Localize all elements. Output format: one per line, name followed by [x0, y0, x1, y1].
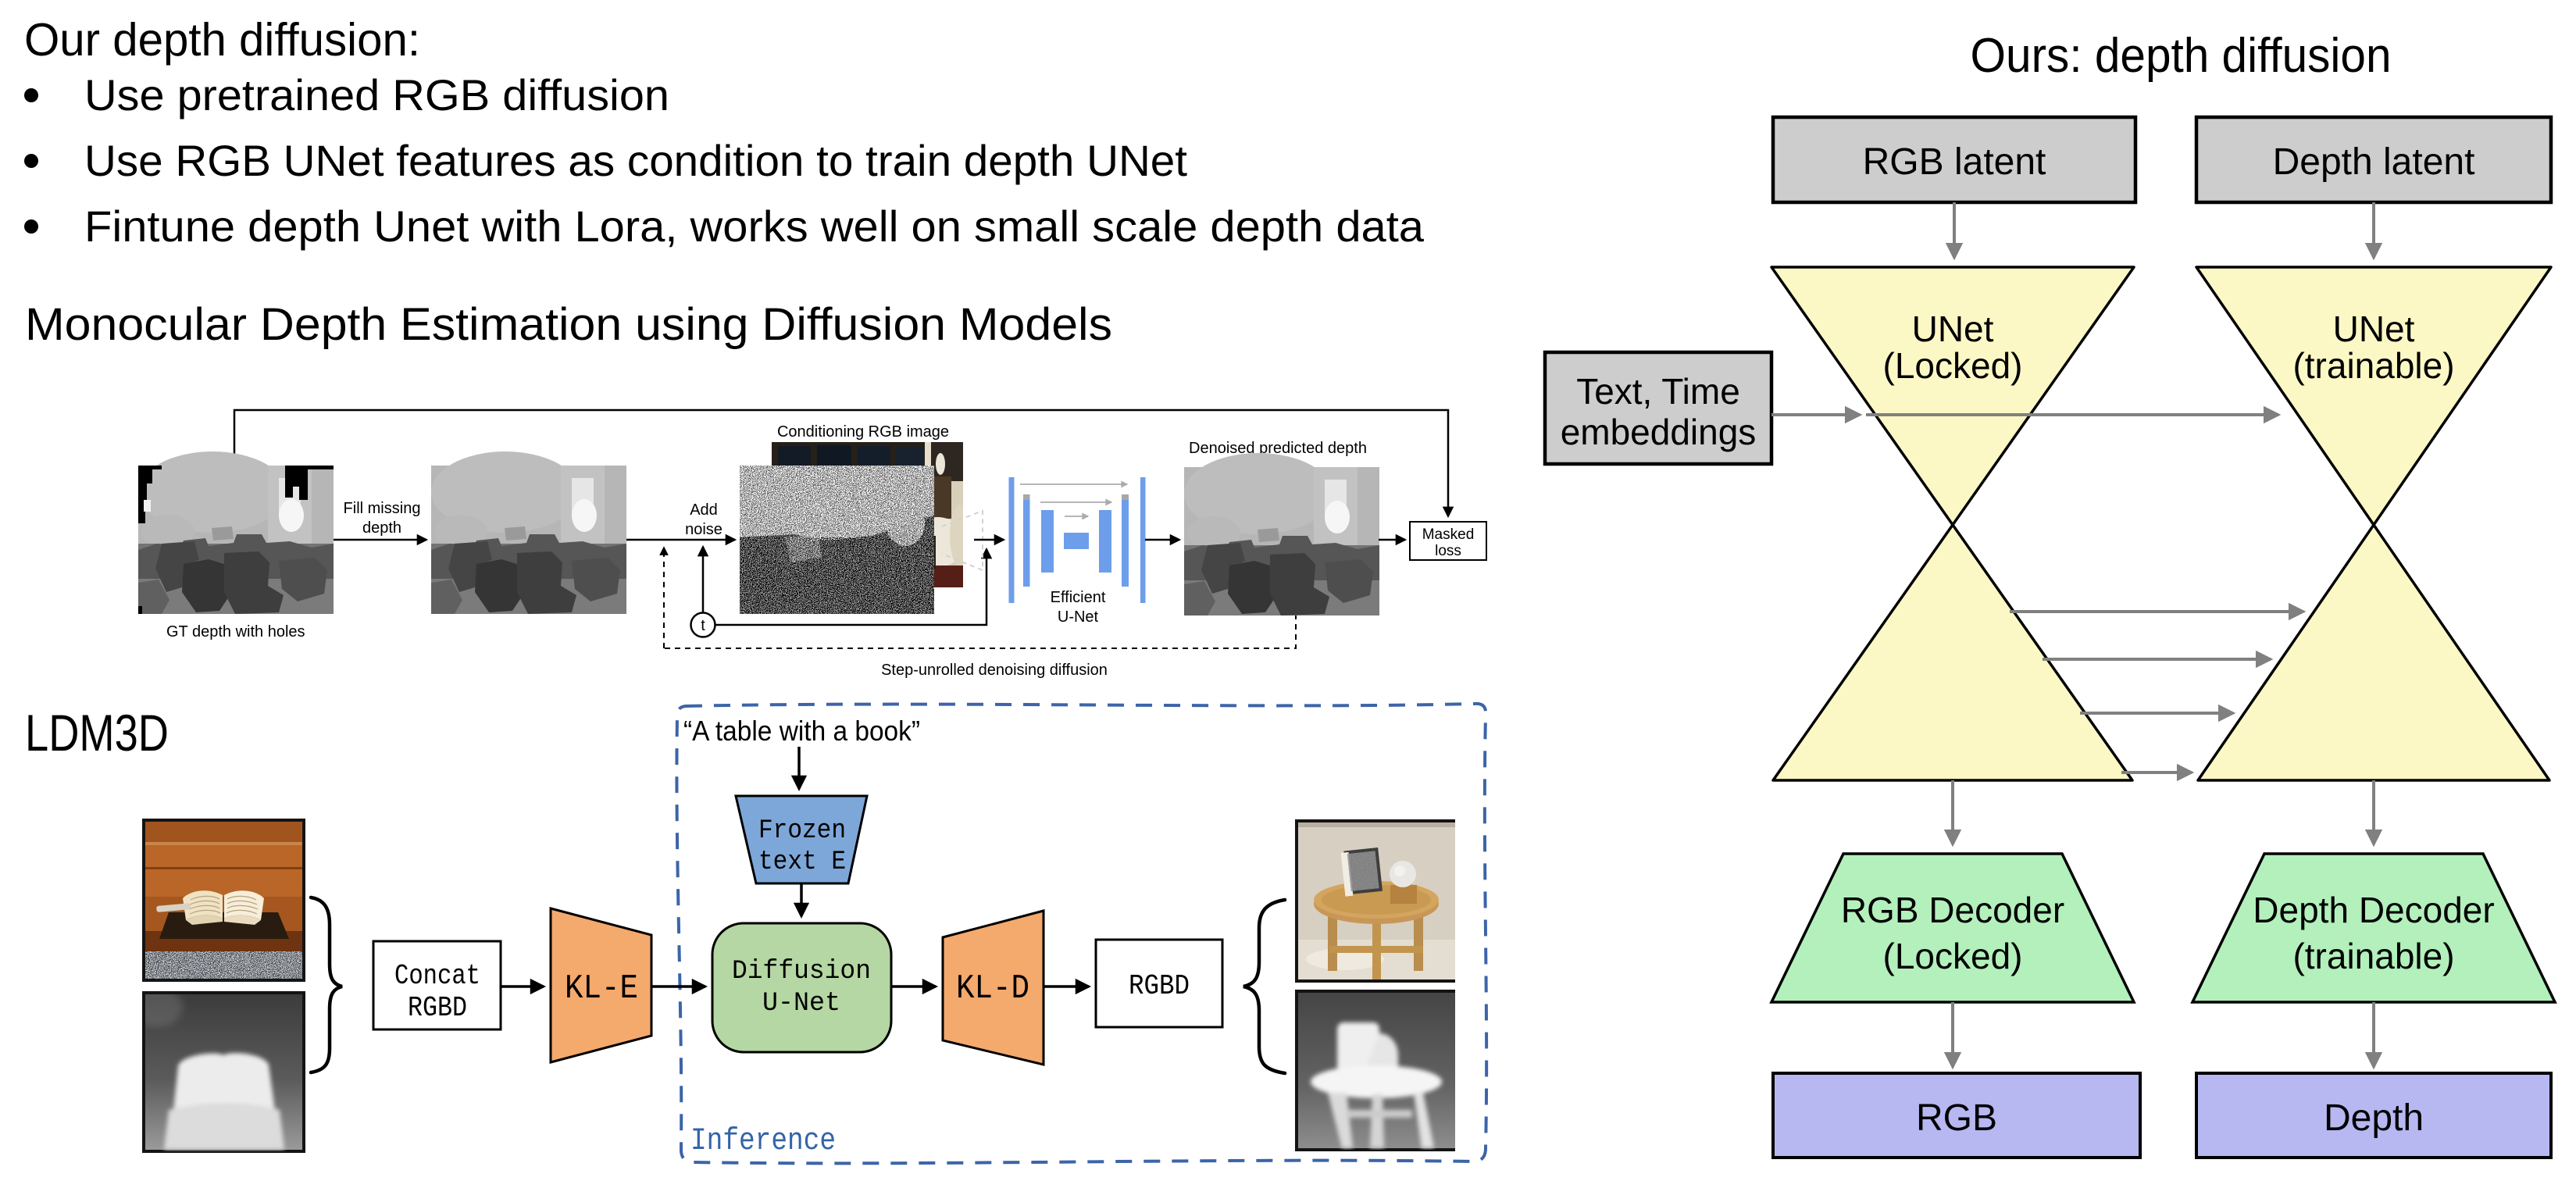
svg-text:Our depth diffusion:: Our depth diffusion:: [24, 14, 420, 66]
svg-text:(trainable): (trainable): [2292, 936, 2454, 976]
svg-text:Ours: depth diffusion: Ours: depth diffusion: [1971, 29, 2392, 83]
svg-text:Frozen: Frozen: [758, 816, 846, 846]
svg-text:RGBD: RGBD: [408, 992, 467, 1024]
svg-text:Masked: Masked: [1422, 526, 1475, 543]
svg-text:loss: loss: [1435, 543, 1461, 559]
svg-text:(trainable): (trainable): [2292, 345, 2454, 386]
svg-text:Depth latent: Depth latent: [2273, 141, 2475, 183]
svg-text:Efficient: Efficient: [1051, 589, 1106, 606]
svg-text:RGBD: RGBD: [1129, 970, 1190, 1002]
svg-text:depth: depth: [362, 519, 401, 537]
svg-text:Inference: Inference: [690, 1124, 836, 1159]
svg-text:text E: text E: [758, 847, 846, 877]
svg-text:GT depth with holes: GT depth with holes: [166, 623, 305, 640]
svg-text:RGB: RGB: [1916, 1097, 1997, 1139]
svg-text:Fill missing: Fill missing: [344, 500, 421, 517]
svg-text:Diffusion: Diffusion: [732, 957, 871, 987]
svg-text:KL-E: KL-E: [565, 969, 638, 1008]
svg-text:Fintune depth Unet with Lora,: Fintune depth Unet with Lora, works well…: [84, 202, 1425, 251]
svg-text:Monocular Depth Estimation usi: Monocular Depth Estimation using Diffusi…: [25, 299, 1112, 350]
svg-text:(Locked): (Locked): [1883, 345, 2023, 386]
svg-text:UNet: UNet: [2333, 309, 2415, 349]
svg-text:Use RGB UNet features as condi: Use RGB UNet features as condition to tr…: [84, 136, 1187, 185]
svg-text:Use pretrained RGB diffusion: Use pretrained RGB diffusion: [84, 70, 669, 120]
svg-text:Text, Time: Text, Time: [1576, 371, 1740, 412]
svg-text:U-Net: U-Net: [1058, 608, 1099, 626]
svg-text:t: t: [701, 617, 705, 634]
svg-text:Conditioning RGB image: Conditioning RGB image: [777, 423, 949, 441]
svg-text:Concat: Concat: [394, 960, 480, 992]
svg-text:U-Net: U-Net: [762, 989, 840, 1019]
svg-text:(Locked): (Locked): [1883, 936, 2023, 976]
svg-text:KL-D: KL-D: [956, 969, 1029, 1008]
svg-text:Depth: Depth: [2324, 1097, 2424, 1139]
svg-text:“A table with a book”: “A table with a book”: [683, 715, 920, 747]
svg-text:Depth Decoder: Depth Decoder: [2253, 890, 2494, 930]
svg-text:RGB latent: RGB latent: [1863, 141, 2046, 183]
svg-text:noise: noise: [685, 521, 722, 538]
svg-text:Denoised predicted depth: Denoised predicted depth: [1189, 440, 1367, 457]
svg-text:RGB Decoder: RGB Decoder: [1841, 890, 2064, 930]
svg-text:Step-unrolled denoising diffus: Step-unrolled denoising diffusion: [881, 662, 1108, 679]
svg-text:Add: Add: [690, 501, 718, 519]
svg-text:embeddings: embeddings: [1561, 412, 1757, 452]
svg-text:UNet: UNet: [1912, 309, 1994, 349]
svg-text:LDM3D: LDM3D: [25, 704, 169, 762]
